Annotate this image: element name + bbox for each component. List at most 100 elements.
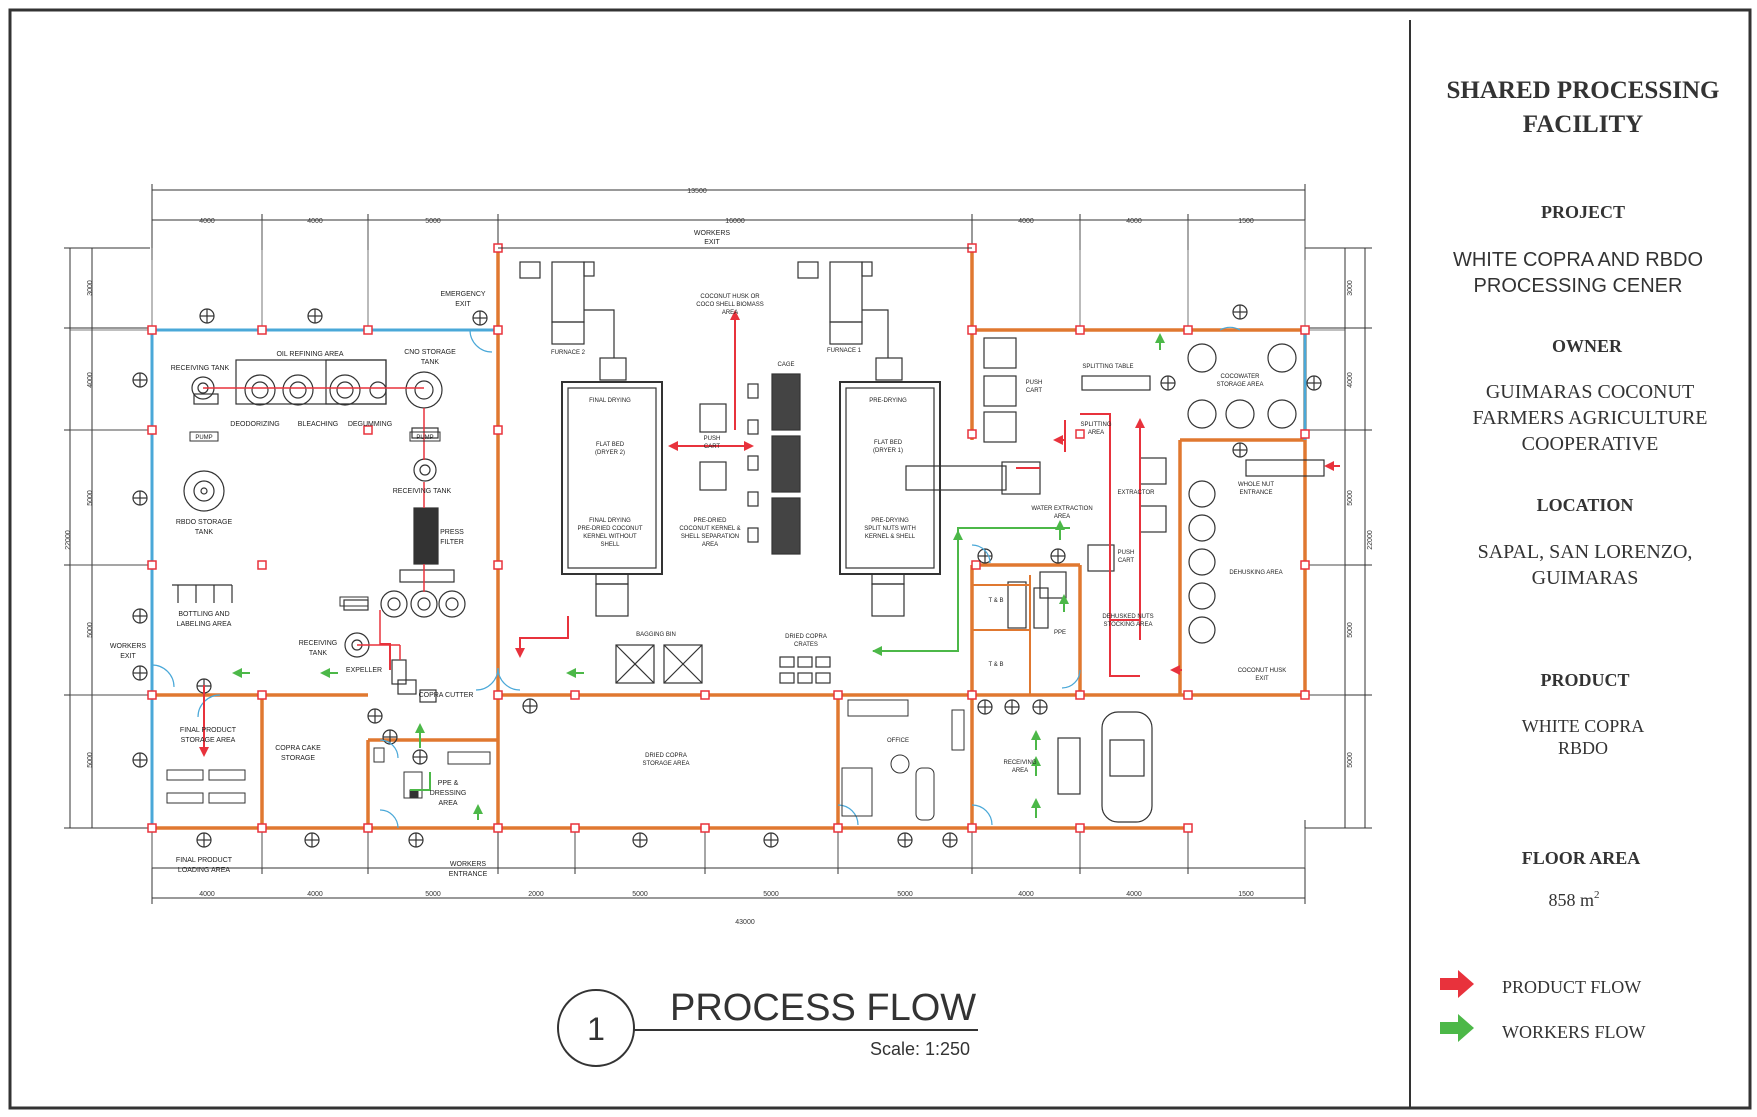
shelving xyxy=(166,751,491,804)
label-bagging-bin: BAGGING BIN xyxy=(636,632,676,638)
label-rbdo-storage: RBDO STORAGE xyxy=(176,519,233,526)
label-furnace-1: FURNACE 1 xyxy=(827,348,862,354)
label-water-extraction-2: AREA xyxy=(1054,514,1070,520)
svg-text:4000: 4000 xyxy=(87,372,94,388)
label-receiving-tank-2: RECEIVING TANK xyxy=(393,488,452,495)
floor-area-unit: 2 xyxy=(1594,889,1600,901)
svg-text:1500: 1500 xyxy=(1238,218,1254,225)
label-extractor: EXTRACTOR xyxy=(1118,490,1156,496)
workers-flow-icon xyxy=(1440,1014,1474,1042)
product-value-1: WHITE COPRA xyxy=(1522,716,1645,736)
svg-text:5000: 5000 xyxy=(1347,622,1354,638)
label-final-drying-note-4: SHELL xyxy=(600,542,620,548)
oil-piping xyxy=(203,387,425,660)
doors xyxy=(151,326,1241,829)
label-whole-nut-2: ENTRANCE xyxy=(1239,490,1272,496)
label-water-extraction: WATER EXTRACTION xyxy=(1031,506,1092,512)
label-coconut-husk: COCONUT HUSK OR xyxy=(700,294,760,300)
glass-walls xyxy=(150,328,1307,828)
label-whole-nut: WHOLE NUT xyxy=(1238,482,1274,488)
label-final-drying-note: FINAL DRYING xyxy=(589,518,631,524)
label-workers-exit-top-2: EXIT xyxy=(704,239,720,246)
label-copra-cutter: COPRA CUTTER xyxy=(419,692,474,699)
svg-text:4000: 4000 xyxy=(1126,218,1142,225)
label-pre-drying-note: PRE-DRYING xyxy=(871,518,909,524)
label-final-drying-note-2: PRE-DRIED COCONUT xyxy=(577,526,642,532)
legend-workers-flow: WORKERS FLOW xyxy=(1502,1022,1646,1042)
label-pre-drying: PRE-DRYING xyxy=(869,398,907,404)
location-value-2: GUIMARAS xyxy=(1532,567,1639,589)
label-bottling: BOTTLING AND xyxy=(178,611,229,618)
owner-value-2: FARMERS AGRICULTURE xyxy=(1472,407,1707,429)
label-dried-copra-crates: DRIED COPRA xyxy=(785,634,827,640)
walls xyxy=(152,248,1307,830)
toilet-partitions xyxy=(972,575,1031,695)
product-flow-arrows xyxy=(199,310,1340,757)
product-label: PRODUCT xyxy=(1541,670,1630,690)
svg-text:5000: 5000 xyxy=(425,218,441,225)
label-pre-dried-2: COCONUT KERNEL & xyxy=(679,526,740,532)
svg-text:16000: 16000 xyxy=(725,218,745,225)
svg-text:4000: 4000 xyxy=(1347,372,1354,388)
label-final-loading-2: LOADING AREA xyxy=(178,867,230,874)
label-push-cart-2: PUSH xyxy=(1026,380,1043,386)
pump-labels xyxy=(189,431,441,607)
floor-area-number: 858 m xyxy=(1548,890,1594,910)
legend-product-flow: PRODUCT FLOW xyxy=(1502,977,1641,997)
label-pre-dried-3: SHELL SEPARATION xyxy=(681,534,739,540)
svg-text:5000: 5000 xyxy=(425,891,441,898)
label-ppe: PPE & xyxy=(438,780,459,787)
label-emergency-exit-2: EXIT xyxy=(455,301,471,308)
label-cocowater-2: STORAGE AREA xyxy=(1217,382,1264,388)
owner-value-1: GUIMARAS COCONUT xyxy=(1486,381,1694,403)
label-pump-2: PUMP xyxy=(416,435,433,441)
label-receiving-area-2: AREA xyxy=(1012,768,1028,774)
owner-label: OWNER xyxy=(1552,336,1623,356)
svg-text:4000: 4000 xyxy=(307,218,323,225)
svg-text:22000: 22000 xyxy=(65,530,72,550)
svg-text:3000: 3000 xyxy=(1347,280,1354,296)
label-deodorizing: DEODORIZING xyxy=(230,421,279,428)
workers-flow-arrows xyxy=(232,333,1165,820)
label-splitting-table: SPLITTING TABLE xyxy=(1082,364,1133,370)
dryer-equipment xyxy=(519,261,1041,684)
label-dried-copra-storage-2: STORAGE AREA xyxy=(643,761,690,767)
label-push-cart-1: PUSH xyxy=(704,436,721,442)
svg-text:5000: 5000 xyxy=(87,752,94,768)
label-splitting-area: SPLITTING xyxy=(1080,422,1111,428)
svg-text:3000: 3000 xyxy=(87,280,94,296)
label-bleaching: BLEACHING xyxy=(298,421,338,428)
project-value-2: PROCESSING CENER xyxy=(1474,275,1683,297)
label-furnace-2: FURNACE 2 xyxy=(551,350,586,356)
project-label: PROJECT xyxy=(1541,202,1625,222)
label-final-product-storage-2: STORAGE AREA xyxy=(181,737,236,744)
project-value-1: WHITE COPRA AND RBDO xyxy=(1453,249,1703,271)
floor-plan: 13500 16000 4000 4000 5000 4000 4000 150… xyxy=(64,184,1374,926)
label-coconut-husk-exit: COCONUT HUSK xyxy=(1238,668,1287,674)
label-dried-copra-storage: DRIED COPRA xyxy=(645,753,687,759)
label-cno-storage-2: TANK xyxy=(421,359,439,366)
label-coconut-husk-exit-2: EXIT xyxy=(1255,676,1269,682)
svg-text:4000: 4000 xyxy=(1018,891,1034,898)
label-press-filter: PRESS xyxy=(440,529,464,536)
label-office: OFFICE xyxy=(887,738,909,744)
label-tb-2: T & B xyxy=(989,662,1004,668)
title-block: SHARED PROCESSING FACILITY PROJECT WHITE… xyxy=(1447,77,1720,910)
svg-text:4000: 4000 xyxy=(199,891,215,898)
label-emergency-exit: EMERGENCY xyxy=(440,291,485,298)
label-receiving-tank-1: RECEIVING TANK xyxy=(171,365,230,372)
label-ppe-small: PPE xyxy=(1054,630,1066,636)
label-degumming: DEGUMMING xyxy=(348,421,392,428)
svg-text:5000: 5000 xyxy=(632,891,648,898)
svg-text:2000: 2000 xyxy=(528,891,544,898)
drawing-scale: Scale: 1:250 xyxy=(870,1039,970,1059)
label-dried-copra-crates-2: CRATES xyxy=(794,642,818,648)
floor-area-label: FLOOR AREA xyxy=(1522,848,1641,868)
svg-text:5000: 5000 xyxy=(87,490,94,506)
svg-text:1500: 1500 xyxy=(1238,891,1254,898)
label-dehusking: DEHUSKING AREA xyxy=(1229,570,1282,576)
label-workers-exit-left: WORKERS xyxy=(110,643,147,650)
grid-lines xyxy=(70,220,1345,868)
title-line-2: FACILITY xyxy=(1523,111,1643,138)
drawing-label: 1 PROCESS FLOW Scale: 1:250 xyxy=(557,987,978,1067)
